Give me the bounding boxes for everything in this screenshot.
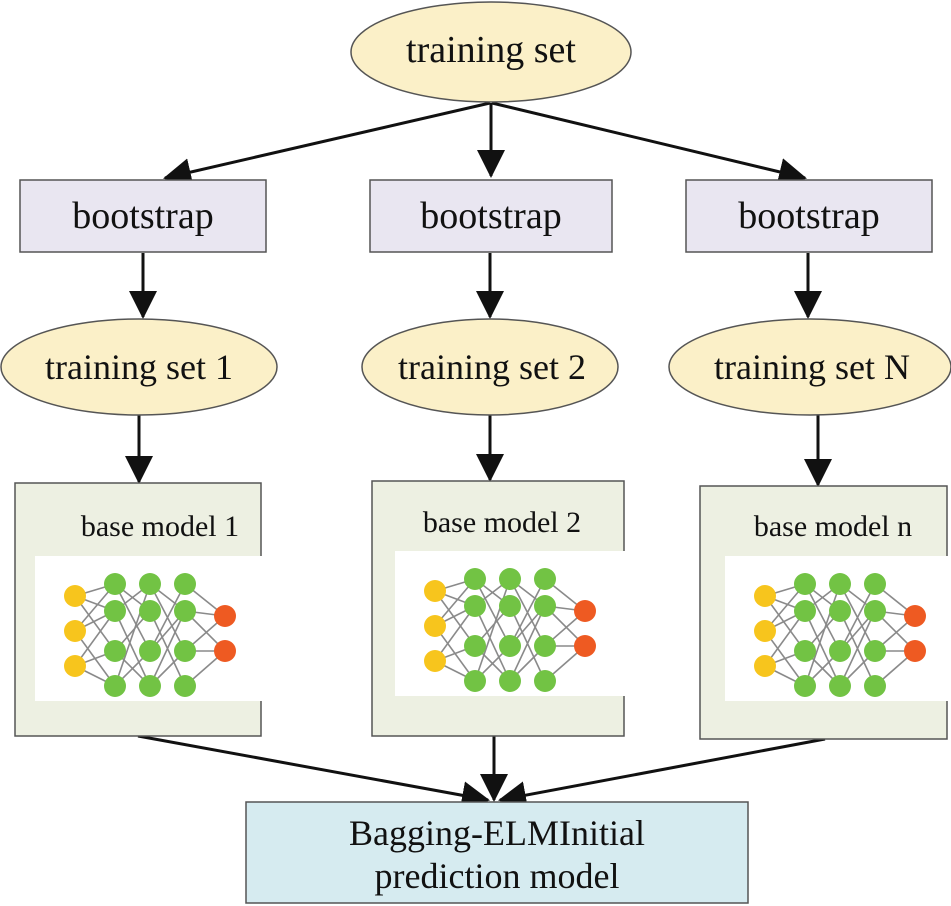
training-subset-label-3: training set N	[714, 347, 910, 387]
base-model-panel-2: base model 2	[371, 480, 636, 737]
training-subset-label-2: training set 2	[398, 347, 586, 387]
base-model-label-1: base model 1	[81, 510, 239, 543]
bootstrap-label-1: bootstrap	[72, 195, 213, 237]
arrow-model-1-to-output	[137, 734, 490, 810]
arrow-root-to-bootstrap-1	[163, 101, 491, 186]
neural-network-icon	[724, 555, 951, 702]
training-subset-node-2: training set 2	[361, 318, 619, 416]
output-model-label-line-1: Bagging-ELMInitial	[349, 813, 645, 853]
arrow-model-3-to-output	[498, 737, 826, 809]
bootstrap-label-3: bootstrap	[738, 195, 879, 237]
arrow-root-to-bootstrap-3	[491, 101, 807, 186]
neural-network-icon	[394, 550, 636, 697]
training-set-node: training set	[350, 1, 632, 103]
output-model-label-line-2: prediction model	[375, 856, 620, 896]
base-model-label-2: base model 2	[423, 506, 581, 539]
training-set-label: training set	[406, 29, 576, 71]
output-model-node: Bagging-ELMInitial prediction model	[245, 801, 749, 904]
base-model-label-3: base model n	[754, 510, 912, 543]
neural-network-icon	[34, 555, 276, 702]
bootstrap-node-3: bootstrap	[685, 179, 933, 253]
base-model-panel-1: base model 1	[14, 482, 276, 737]
training-subset-node-1: training set 1	[0, 318, 278, 416]
bootstrap-label-2: bootstrap	[420, 195, 561, 237]
connectors	[125, 101, 832, 810]
bootstrap-node-1: bootstrap	[19, 179, 267, 253]
training-subset-node-3: training set N	[668, 318, 951, 416]
training-subset-label-1: training set 1	[45, 347, 233, 387]
base-model-panel-3: base model n	[699, 485, 951, 740]
bootstrap-node-2: bootstrap	[369, 179, 613, 253]
